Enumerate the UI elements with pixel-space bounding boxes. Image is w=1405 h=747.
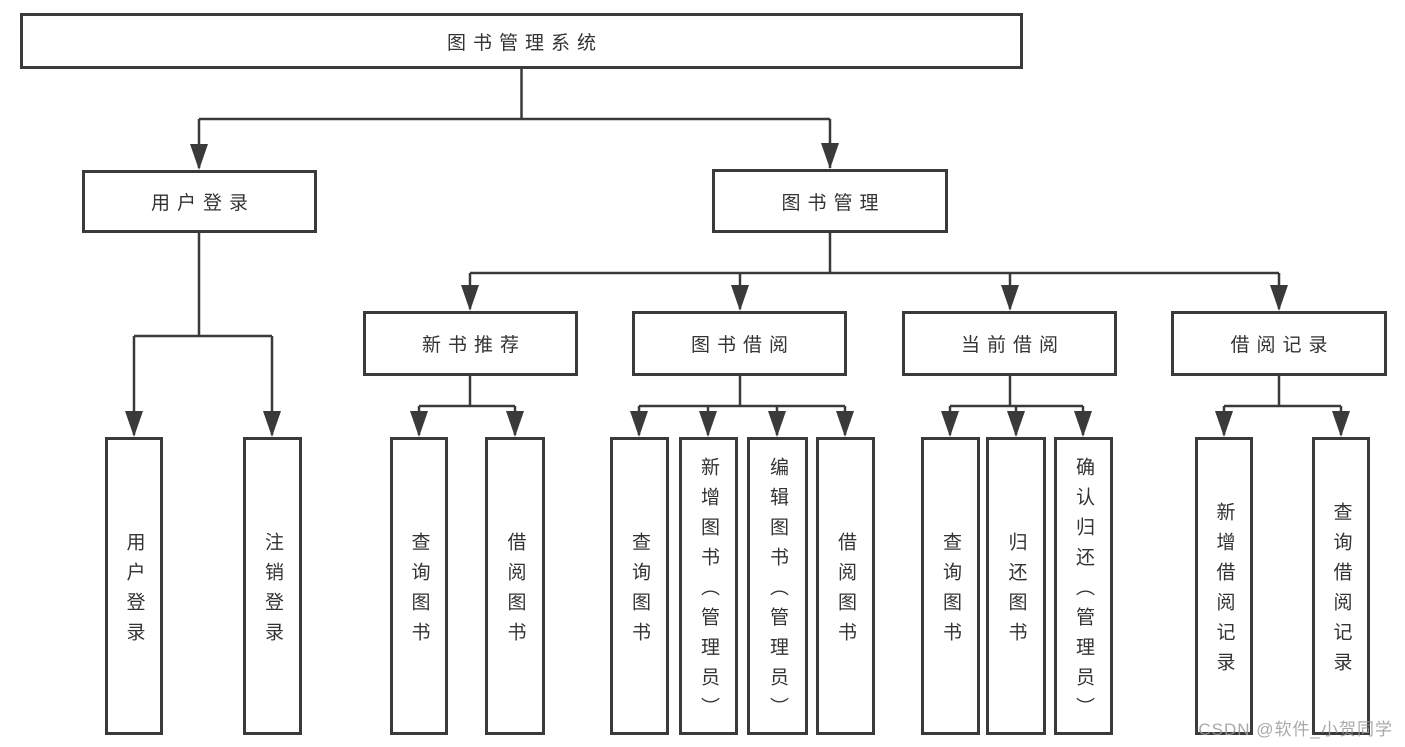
arrow-down-icon [1074,411,1092,437]
arrow-down-icon [1270,285,1288,311]
arrow-down-icon [630,411,648,437]
arrow-down-icon [1332,411,1350,437]
arrow-down-icon [263,411,281,437]
leaf-borrow-edit-books-admin: 编辑图书（管理员） [747,437,808,735]
node-label: 新增图书（管理员） [698,456,719,727]
leaf-borrow-add-books-admin: 新增图书（管理员） [679,437,738,735]
node-label: 注销登录 [262,531,283,652]
arrow-down-icon [731,285,749,311]
leaf-current-confirm-return-admin: 确认归还（管理员） [1054,437,1113,735]
node-label: 图书管理 [781,192,886,214]
arrow-down-icon [506,411,524,437]
node-label: 图书管理系统 [446,32,603,54]
node-label: 图书借阅 [690,335,795,356]
leaf-records-add-record: 新增借阅记录 [1195,437,1253,735]
leaf-newbooks-borrow-books: 借阅图书 [485,437,545,735]
leaf-records-query-record: 查询借阅记录 [1312,437,1370,735]
node-label: 当前借阅 [960,335,1065,356]
leaf-borrow-lend-books: 借阅图书 [816,437,875,735]
csdn-watermark: CSDN @软件_小贺同学 [1198,720,1393,739]
arrow-down-icon [941,411,959,437]
node-label: 查询图书 [940,531,961,652]
arrow-down-icon [125,411,143,437]
node-user-login: 用户登录 [82,170,317,233]
node-label: 借阅记录 [1230,335,1335,356]
node-book-borrow: 图书借阅 [632,311,847,376]
node-new-book-recommend: 新书推荐 [363,311,578,376]
node-label: 用户登录 [150,193,255,214]
node-label: 借阅图书 [835,531,856,652]
arrow-down-icon [461,285,479,311]
node-label: 查询图书 [629,531,650,652]
node-label: 查询借阅记录 [1330,501,1352,682]
connector-user-login-branch [125,233,281,437]
node-label: 归还图书 [1005,531,1027,652]
node-label: 查询图书 [408,531,430,652]
arrow-down-icon [410,411,428,437]
leaf-user-login: 用户登录 [105,437,163,735]
node-label: 用户登录 [123,531,145,652]
arrow-down-icon [1007,411,1025,437]
arrow-down-icon [821,143,839,169]
leaf-current-query-books: 查询图书 [921,437,980,735]
node-label: 新增借阅记录 [1213,501,1235,682]
connector-current-borrow-branch [941,376,1092,437]
node-label: 借阅图书 [504,531,526,652]
node-label: 编辑图书（管理员） [767,456,788,727]
node-current-borrow: 当前借阅 [902,311,1117,376]
connector-borrow-records-branch [1215,376,1350,437]
node-root-system: 图书管理系统 [20,13,1023,69]
arrow-down-icon [836,411,854,437]
node-label: 新书推荐 [421,335,526,356]
leaf-current-return-books: 归还图书 [986,437,1046,735]
connector-root-to-level2 [190,69,839,170]
node-label: 确认归还（管理员） [1073,456,1094,727]
node-book-management: 图书管理 [712,169,948,233]
arrow-down-icon [768,411,786,437]
connector-book-borrow-branch [630,376,854,437]
node-borrow-records: 借阅记录 [1171,311,1387,376]
arrow-down-icon [699,411,717,437]
connector-book-management-branch [461,233,1288,311]
leaf-borrow-query-books: 查询图书 [610,437,669,735]
arrow-down-icon [1001,285,1019,311]
arrow-down-icon [1215,411,1233,437]
connector-new-books-branch [410,376,524,437]
leaf-newbooks-query-books: 查询图书 [390,437,448,735]
leaf-logout: 注销登录 [243,437,302,735]
arrow-down-icon [190,144,208,170]
